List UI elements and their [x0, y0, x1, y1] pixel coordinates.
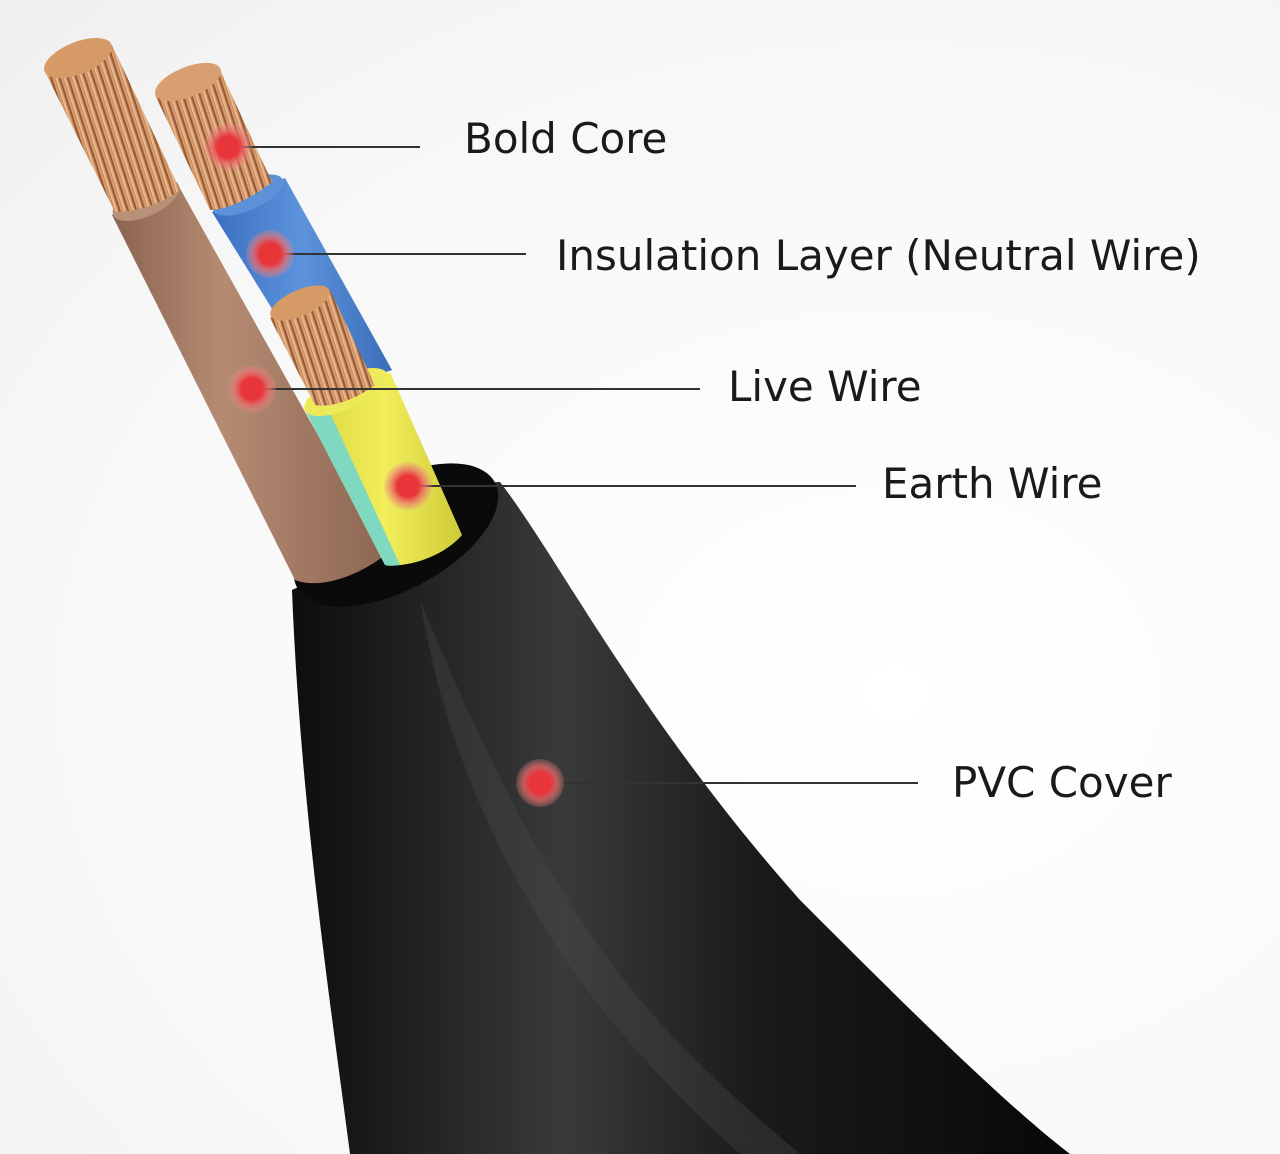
bold-core-end-right [155, 62, 221, 102]
marker-dot-bold-core [204, 123, 252, 171]
live-wire-core-end [270, 285, 330, 321]
marker-dot-earth-wire [384, 462, 432, 510]
label-pvc-cover: PVC Cover [952, 758, 1172, 807]
bold-core-end-left [44, 37, 112, 79]
earth-green-stripe [305, 402, 400, 566]
marker-dot-insulation-layer [246, 230, 294, 278]
label-insulation-layer: Insulation Layer (Neutral Wire) [556, 231, 1201, 280]
marker-dot-pvc-cover [516, 759, 564, 807]
pvc-cover-body [292, 481, 1070, 1154]
label-earth-wire: Earth Wire [882, 459, 1103, 508]
earth-insulation-body [305, 372, 462, 566]
marker-dot-live-wire [228, 365, 276, 413]
live-wire-strands [270, 290, 375, 406]
bold-core-strands-left [45, 45, 180, 212]
label-live-wire: Live Wire [728, 362, 922, 411]
label-bold-core: Bold Core [464, 114, 668, 163]
